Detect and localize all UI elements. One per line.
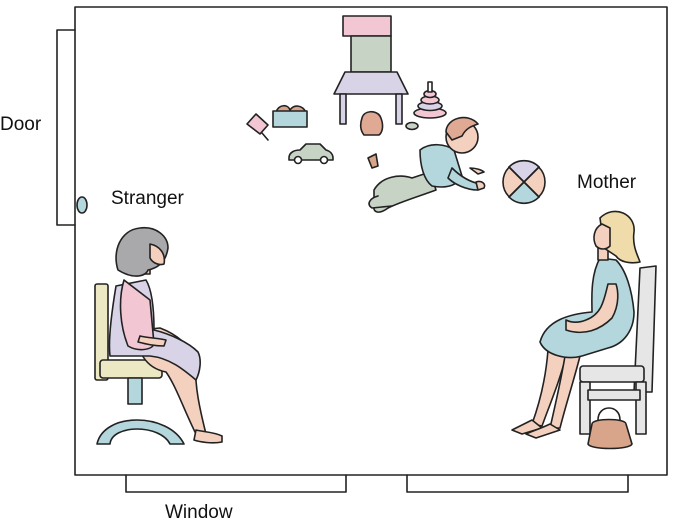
door — [56, 29, 76, 226]
toy-box-icon — [272, 104, 308, 128]
toy-piece-icon — [367, 153, 379, 169]
handbag-icon — [587, 407, 633, 450]
stacking-rings-icon — [413, 81, 447, 119]
door-label: Door — [0, 114, 42, 135]
stranger-figure — [108, 226, 223, 444]
toy-bead-icon — [405, 121, 419, 131]
toy-table-icon — [333, 15, 409, 125]
mother-chair — [579, 265, 657, 435]
mother-label: Mother — [577, 172, 637, 193]
window-right — [406, 474, 629, 493]
stranger-label: Stranger — [111, 188, 184, 209]
toy-hammer-icon — [246, 113, 269, 141]
window-left — [125, 474, 347, 493]
door-knob-icon — [76, 196, 88, 214]
window-label: Window — [165, 502, 233, 523]
toy-figure-icon — [359, 110, 384, 136]
toy-ball-icon — [502, 159, 546, 205]
stranger-chair — [94, 283, 185, 445]
mother-figure — [511, 210, 641, 439]
infant-figure — [368, 116, 486, 213]
toy-car-icon — [288, 143, 334, 165]
